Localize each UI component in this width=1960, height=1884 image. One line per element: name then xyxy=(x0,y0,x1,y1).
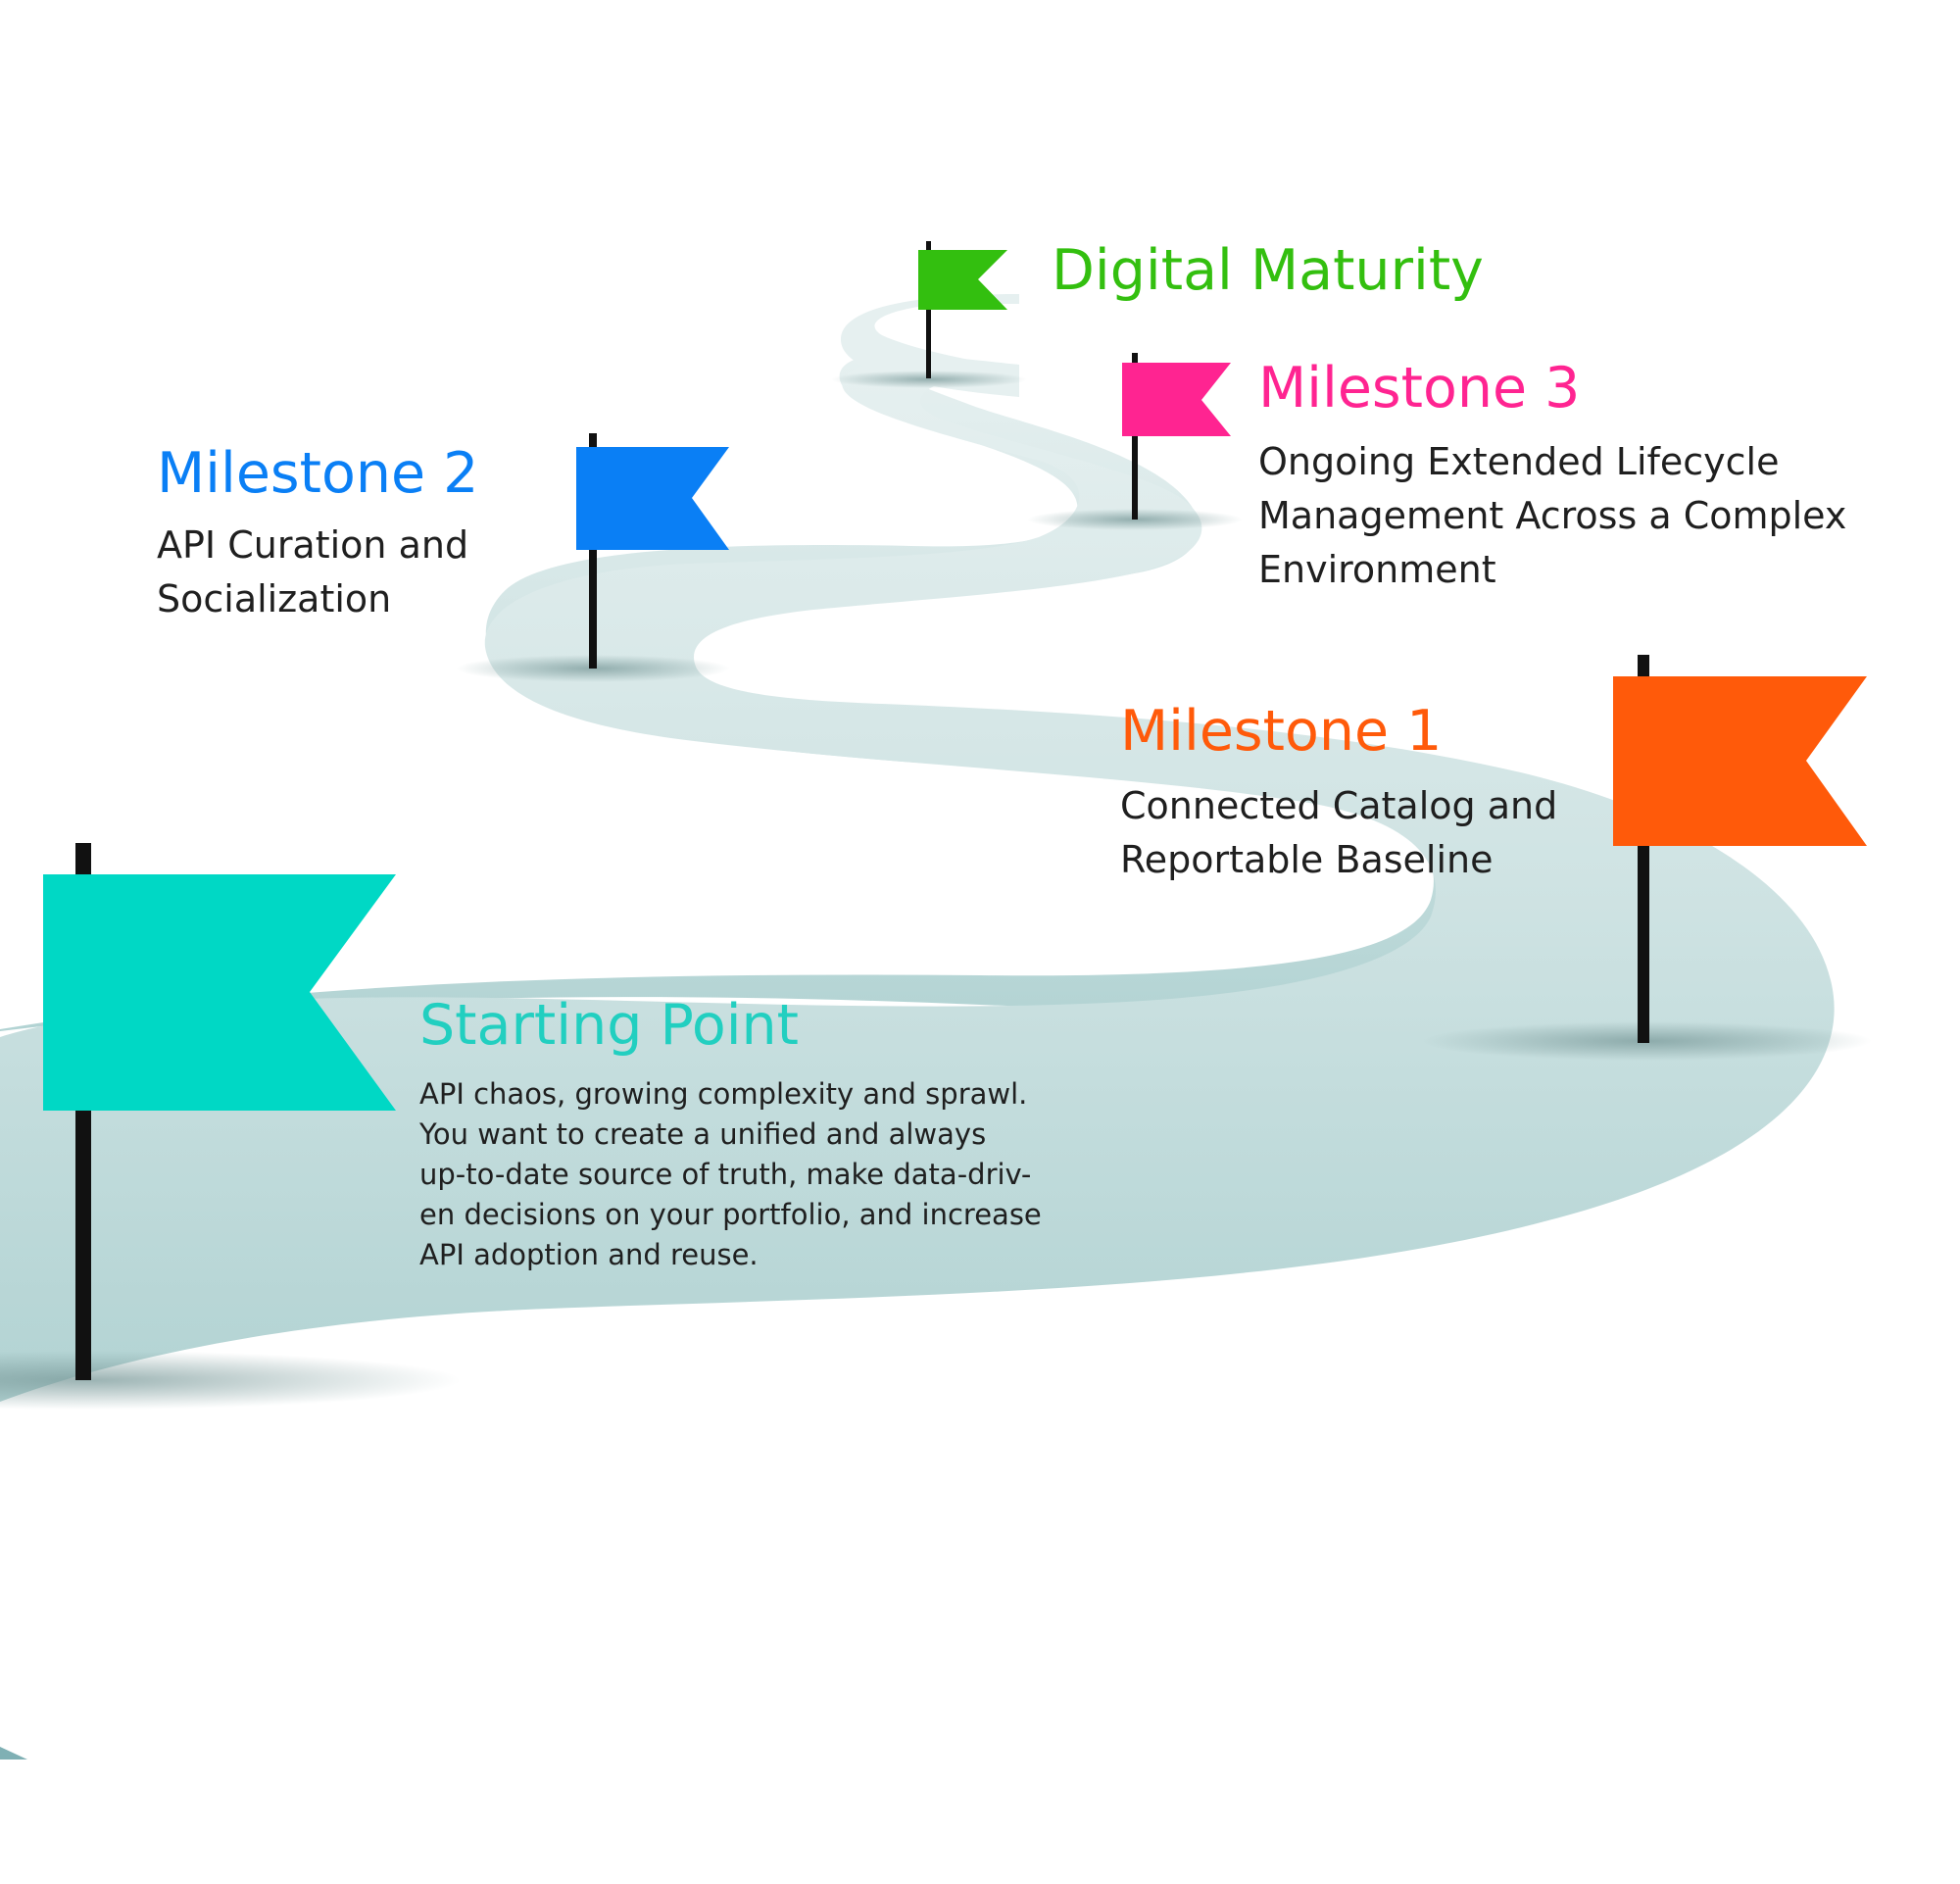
shadow-starting-point xyxy=(0,1351,461,1410)
starting-point-description: API chaos, growing complexity and sprawl… xyxy=(419,1074,1042,1275)
milestone-2-description-line: API Curation and xyxy=(157,523,469,567)
flag-starting-point-icon xyxy=(43,874,396,1111)
milestone-2-description: API Curation and Socialization xyxy=(157,519,468,626)
digital-maturity-title: Digital Maturity xyxy=(1052,238,1484,303)
milestone-3-description-line: Environment xyxy=(1258,548,1496,591)
shadow-digital-maturity xyxy=(831,371,1027,388)
milestone-1-title: Milestone 1 xyxy=(1120,699,1443,764)
milestone-1-description-line: Connected Catalog and xyxy=(1120,784,1558,827)
milestone-2-title: Milestone 2 xyxy=(157,441,479,506)
milestone-1-description-line: Reportable Baseline xyxy=(1120,838,1494,881)
flag-milestone-3-icon xyxy=(1122,363,1231,436)
flag-digital-maturity-icon xyxy=(918,250,1007,310)
starting-point-title: Starting Point xyxy=(419,993,800,1058)
milestone-3-description: Ongoing Extended Lifecycle Management Ac… xyxy=(1258,435,1846,597)
pole-milestone-2 xyxy=(589,433,597,669)
road-upper xyxy=(840,294,1019,397)
milestone-2-description-line: Socialization xyxy=(157,577,392,620)
starting-point-description-line: You want to create a unified and always xyxy=(419,1117,987,1151)
starting-point-description-line: up-to-date source of truth, make data-dr… xyxy=(419,1158,1032,1191)
road-fragment-bottom-left xyxy=(0,1747,27,1760)
starting-point-description-line: en decisions on your portfolio, and incr… xyxy=(419,1198,1042,1231)
flag-milestone-2-icon xyxy=(576,447,729,550)
milestone-3-description-line: Ongoing Extended Lifecycle xyxy=(1258,440,1780,483)
starting-point-description-line: API adoption and reuse. xyxy=(419,1238,759,1271)
milestone-3-description-line: Management Across a Complex xyxy=(1258,494,1847,537)
road-main xyxy=(0,361,1835,1402)
milestone-3-title: Milestone 3 xyxy=(1258,356,1581,421)
starting-point-description-line: API chaos, growing complexity and sprawl… xyxy=(419,1077,1028,1111)
milestone-1-description: Connected Catalog and Reportable Baselin… xyxy=(1120,779,1557,887)
flag-milestone-1-icon xyxy=(1613,676,1867,846)
